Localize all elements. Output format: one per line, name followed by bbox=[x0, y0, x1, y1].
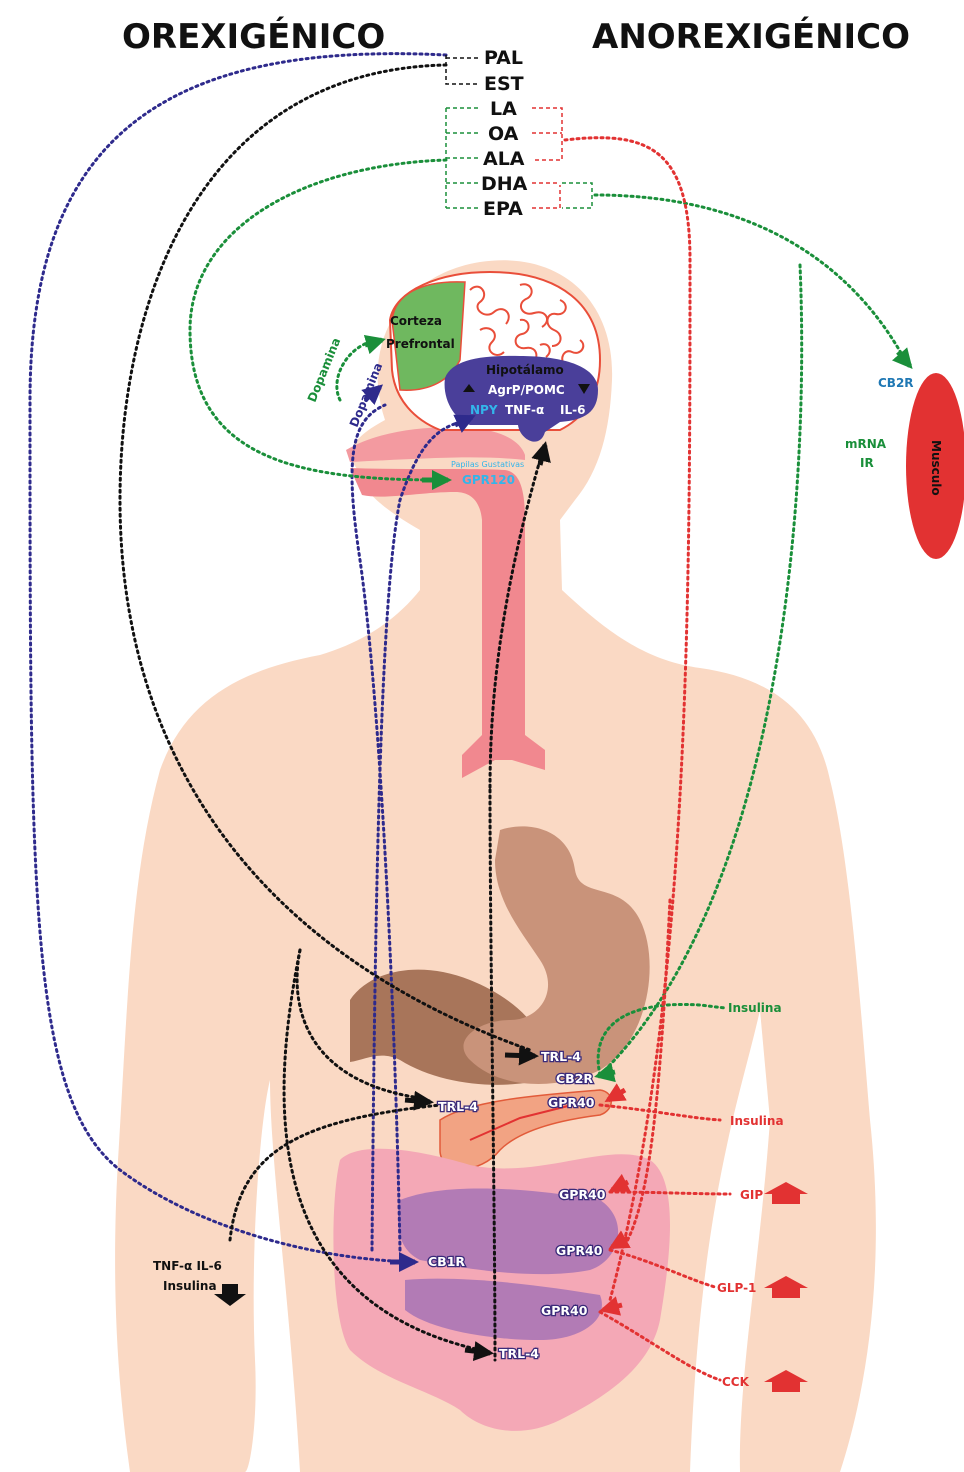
epa-muscle-pathway bbox=[595, 195, 905, 360]
receptor-trl4-pancreas: TRL-4 bbox=[438, 1099, 478, 1114]
title-anorexigenic: ANOREXIGÉNICO bbox=[592, 16, 910, 57]
gip-label: GIP bbox=[740, 1188, 763, 1202]
receptor-gpr40-b: GPR40 bbox=[556, 1243, 603, 1258]
agrp-pomc-label: AgrP/POMC bbox=[488, 383, 565, 397]
mrna-label: mRNA bbox=[845, 437, 887, 451]
receptor-trl4-liver: TRL-4 bbox=[541, 1049, 581, 1064]
receptor-gpr40-c: GPR40 bbox=[541, 1303, 588, 1318]
muscle-label: Musculo bbox=[929, 440, 943, 496]
omega-bracket-green bbox=[446, 108, 480, 208]
cck-label: CCK bbox=[722, 1375, 750, 1389]
fatty-acid-dha: DHA bbox=[481, 173, 528, 195]
receptor-gpr40-a: GPR40 bbox=[559, 1187, 606, 1202]
insulina-red-label: Insulina bbox=[730, 1114, 784, 1128]
il6-brain-label: IL-6 bbox=[560, 403, 585, 417]
dha-epa-bracket bbox=[562, 183, 592, 208]
cb2r-muscle-label: CB2R bbox=[878, 376, 914, 390]
gpr120-label: GPR120 bbox=[462, 473, 515, 487]
receptor-cb2r-pancreas: CB2R bbox=[556, 1071, 593, 1086]
fatty-acid-ala: ALA bbox=[483, 148, 525, 170]
insulina-green-label: Insulina bbox=[728, 1001, 782, 1015]
arrow-trl4-pancreas bbox=[405, 1100, 430, 1102]
cortex-label-1: Corteza bbox=[390, 314, 442, 328]
fatty-acid-la: LA bbox=[490, 98, 517, 120]
arrow-cortex bbox=[365, 340, 382, 345]
cortex-label-2: Prefrontal bbox=[386, 337, 455, 351]
fatty-acid-oa: OA bbox=[488, 123, 519, 145]
hypothalamus-label: Hipotálamo bbox=[486, 363, 564, 377]
glp1-label: GLP-1 bbox=[717, 1281, 756, 1295]
adipose-insulina-label: Insulina bbox=[163, 1279, 217, 1293]
fatty-acid-epa: EPA bbox=[483, 198, 523, 220]
ir-label: IR bbox=[860, 456, 874, 470]
adipose-cytokines-label: TNF-α IL-6 bbox=[153, 1259, 222, 1273]
title-orexigenic: OREXIGÉNICO bbox=[122, 16, 385, 57]
taste-buds-label: Papilas Gustativas bbox=[451, 460, 524, 469]
receptor-gpr40-pancreas: GPR40 bbox=[548, 1095, 595, 1110]
arrow-trl4-liver bbox=[505, 1055, 535, 1056]
receptor-trl4-gut: TRL-4 bbox=[499, 1346, 539, 1361]
arrow-trl4-gut bbox=[465, 1350, 490, 1353]
fatty-acid-est: EST bbox=[484, 73, 524, 95]
pal-est-bracket bbox=[446, 55, 480, 84]
receptor-cb1r: CB1R bbox=[428, 1254, 465, 1269]
fatty-acid-pal: PAL bbox=[484, 47, 523, 69]
npy-label: NPY bbox=[470, 403, 498, 417]
arrow-muscle bbox=[898, 352, 910, 366]
tnf-brain-label: TNF-α bbox=[505, 403, 544, 417]
omega-bracket-red bbox=[532, 108, 562, 208]
